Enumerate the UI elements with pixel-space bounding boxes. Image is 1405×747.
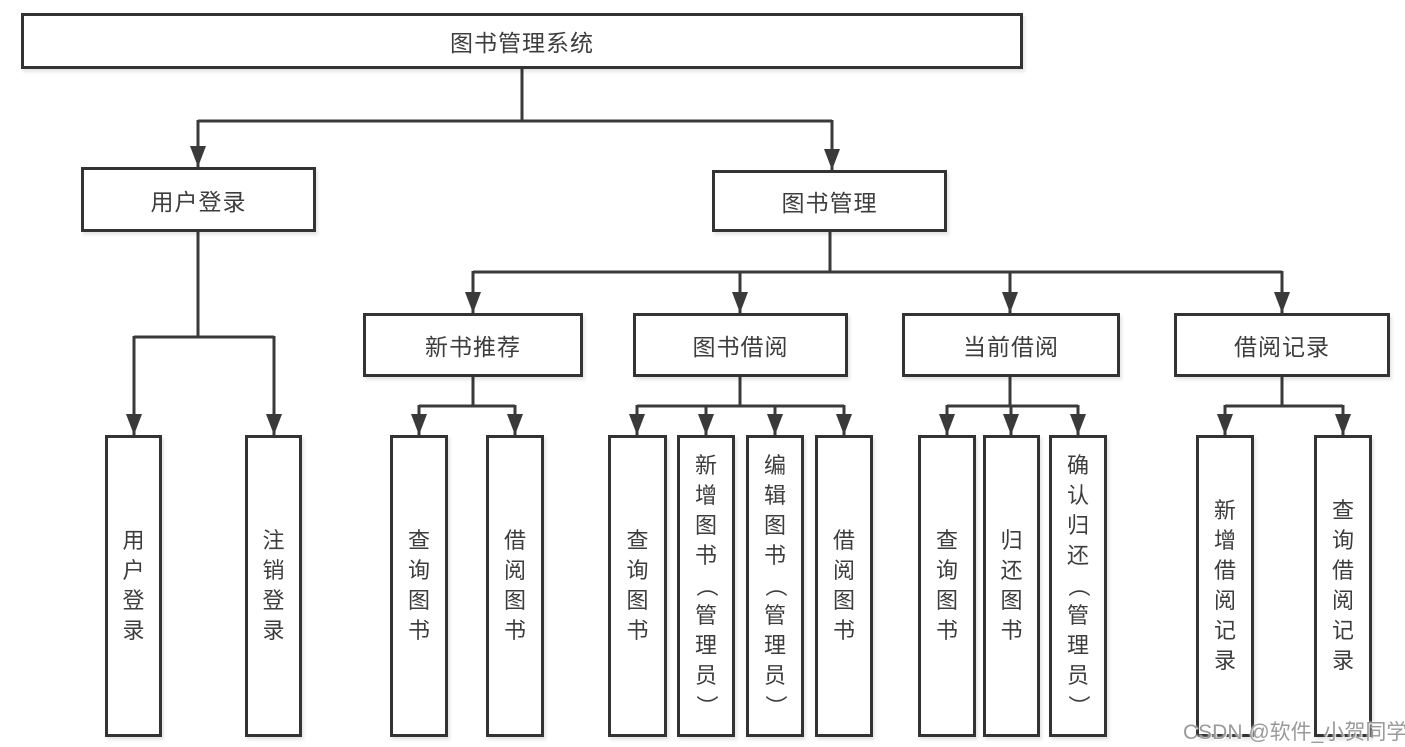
node-borrow-books-recommend: 借阅图书 xyxy=(486,435,544,737)
node-label: 查询图书 xyxy=(626,528,649,643)
node-current-borrowing: 当前借阅 xyxy=(902,313,1120,377)
node-label: 借阅图书 xyxy=(503,528,526,643)
node-label: 新增借阅记录 xyxy=(1213,498,1236,673)
node-query-borrow-record: 查询借阅记录 xyxy=(1314,435,1372,737)
watermark: CSDN @软件_小贺同学 xyxy=(1183,721,1405,744)
node-borrowing-records: 借阅记录 xyxy=(1174,313,1390,377)
node-label: 注销登录 xyxy=(262,528,285,643)
node-label: 图书管理系统 xyxy=(450,30,594,56)
node-library-management-system: 图书管理系统 xyxy=(21,13,1023,69)
node-label: 用户登录 xyxy=(122,528,145,643)
node-label: 查询借阅记录 xyxy=(1331,498,1354,673)
node-confirm-return-admin: 确认归还（管理员） xyxy=(1049,435,1107,737)
node-label: 归还图书 xyxy=(1000,528,1023,643)
node-book-management-branch: 图书管理 xyxy=(712,170,947,232)
node-query-books-current: 查询图书 xyxy=(918,435,976,737)
node-query-books-borrowing: 查询图书 xyxy=(608,435,667,737)
node-label: 查询图书 xyxy=(935,528,958,643)
node-query-books-recommend: 查询图书 xyxy=(390,435,448,737)
node-label: 确认归还（管理员） xyxy=(1065,453,1091,718)
node-label: 新书推荐 xyxy=(425,334,521,360)
node-label: 借阅图书 xyxy=(832,528,855,643)
node-add-books-admin: 新增图书（管理员） xyxy=(677,435,735,737)
node-book-borrowing: 图书借阅 xyxy=(633,313,848,377)
node-user-login-branch: 用户登录 xyxy=(81,167,316,232)
node-user-login-leaf: 用户登录 xyxy=(105,435,162,737)
node-label: 用户登录 xyxy=(150,188,247,215)
node-return-books: 归还图书 xyxy=(983,435,1040,737)
node-borrow-books-leaf: 借阅图书 xyxy=(815,435,873,737)
node-label: 编辑图书（管理员） xyxy=(762,453,788,718)
node-label: 查询图书 xyxy=(407,528,430,643)
node-label: 图书借阅 xyxy=(692,334,789,360)
node-label: 图书管理 xyxy=(781,190,878,216)
node-edit-books-admin: 编辑图书（管理员） xyxy=(746,435,804,737)
node-add-borrow-record: 新增借阅记录 xyxy=(1196,435,1254,737)
node-new-book-recommendation: 新书推荐 xyxy=(363,313,583,377)
node-label: 借阅记录 xyxy=(1234,334,1330,360)
node-label: 当前借阅 xyxy=(963,334,1059,360)
node-label: 新增图书（管理员） xyxy=(693,453,719,718)
node-logout-leaf: 注销登录 xyxy=(245,435,302,737)
